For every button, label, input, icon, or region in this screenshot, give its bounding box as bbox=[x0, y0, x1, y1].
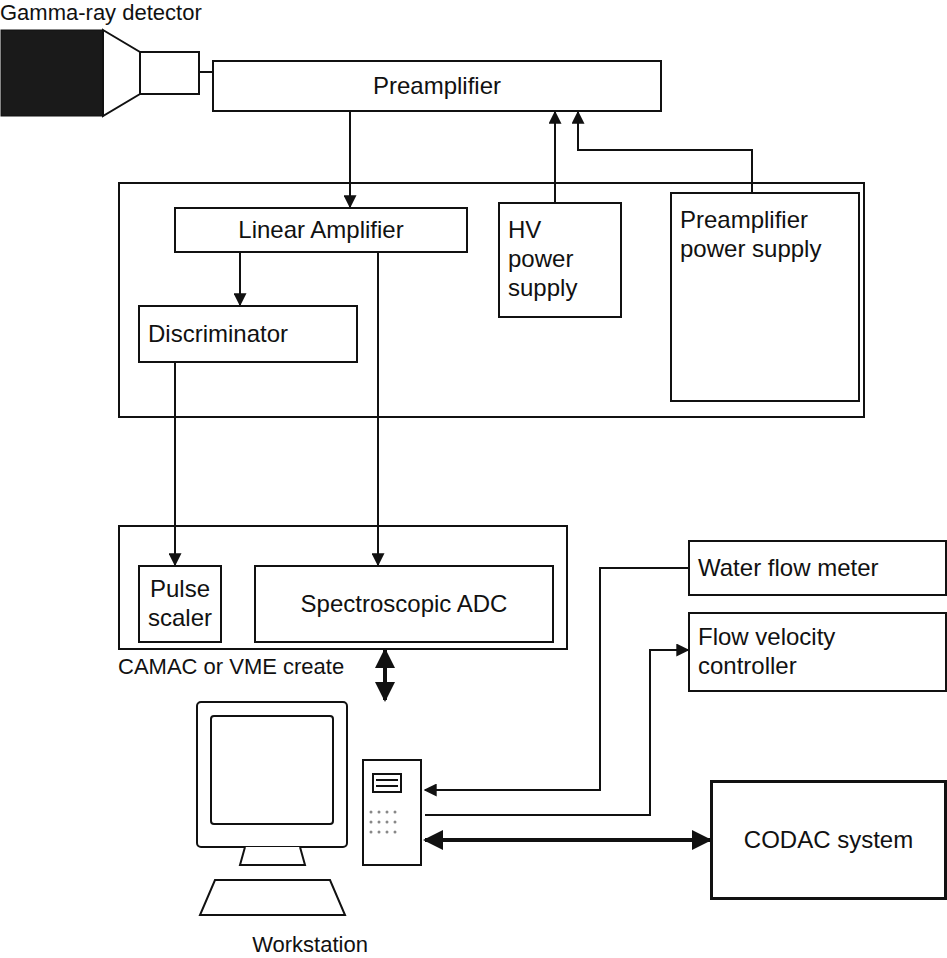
amplifier-box: Linear Amplifier bbox=[174, 207, 468, 253]
box-label: HV power supply bbox=[508, 216, 612, 302]
vent-dot bbox=[394, 821, 397, 824]
vent-dot bbox=[370, 831, 373, 834]
detector-crystal bbox=[1, 30, 103, 116]
caption-label: CAMAC or VME create bbox=[118, 654, 344, 680]
workstation-illustration bbox=[195, 700, 425, 930]
drive-bay bbox=[373, 774, 401, 792]
signal-line bbox=[200, 71, 212, 73]
box-label: Pulse scaler bbox=[148, 575, 212, 633]
amplifier-box: Preamplifier bbox=[212, 60, 662, 112]
scaler-box: Pulse scaler bbox=[138, 565, 222, 643]
meter-box: Water flow meter bbox=[688, 540, 947, 596]
signal-line bbox=[349, 112, 351, 207]
detector-illustration: Gamma-ray detector bbox=[0, 0, 200, 118]
discriminator-box: Discriminator bbox=[138, 305, 358, 363]
controller-box: Flow velocity controller bbox=[688, 612, 947, 692]
system-box: CODAC system bbox=[710, 780, 947, 900]
vent-dot bbox=[378, 811, 381, 814]
box-label: Preamplifier bbox=[222, 72, 652, 101]
vent-dot bbox=[394, 811, 397, 814]
signal-line bbox=[554, 112, 556, 202]
monitor-screen bbox=[211, 716, 333, 824]
workstation-illustration: Workstation bbox=[195, 700, 425, 958]
vent-dot bbox=[386, 821, 389, 824]
drive-slot bbox=[376, 779, 398, 781]
module-bin: Linear Amplifier HV power supply Preamplif… bbox=[118, 182, 865, 418]
caption-label: Workstation bbox=[195, 932, 425, 958]
monitor bbox=[197, 702, 347, 847]
keyboard bbox=[200, 880, 345, 915]
vent-dot bbox=[386, 831, 389, 834]
monitor-stand bbox=[240, 847, 305, 865]
power-supply-box: HV power supply bbox=[498, 202, 622, 318]
detector-tube bbox=[140, 52, 199, 94]
box-label: CODAC system bbox=[721, 826, 936, 855]
drive-slot bbox=[376, 785, 398, 787]
box-label: Preamplifier power supply bbox=[680, 206, 850, 264]
box-label: Discriminator bbox=[148, 320, 348, 349]
vent-dot bbox=[370, 821, 373, 824]
signal-line bbox=[425, 650, 688, 815]
vent-dot bbox=[394, 831, 397, 834]
vent-dot bbox=[370, 811, 373, 814]
detector-cone bbox=[103, 30, 140, 116]
crate-box: Pulse scalerSpectroscopic ADCCAMAC or VM… bbox=[118, 525, 568, 650]
box-label: Flow velocity controller bbox=[698, 623, 937, 681]
data-link-arrow bbox=[383, 650, 387, 700]
vent-dot bbox=[378, 821, 381, 824]
vent-dot bbox=[378, 831, 381, 834]
caption-label: Gamma-ray detector bbox=[0, 0, 202, 26]
box-label: Spectroscopic ADC bbox=[264, 590, 544, 619]
power-supply-box: Preamplifier power supply bbox=[670, 192, 860, 402]
vent-dot bbox=[386, 811, 389, 814]
signal-line bbox=[377, 253, 379, 565]
box-label: Linear Amplifier bbox=[184, 216, 458, 245]
data-link-arrow bbox=[425, 838, 710, 842]
computer-tower bbox=[363, 760, 421, 865]
signal-line bbox=[578, 112, 752, 192]
signal-line bbox=[239, 253, 241, 305]
signal-line bbox=[174, 363, 176, 565]
adc-box: Spectroscopic ADC bbox=[254, 565, 554, 643]
box-label: Water flow meter bbox=[698, 554, 937, 583]
